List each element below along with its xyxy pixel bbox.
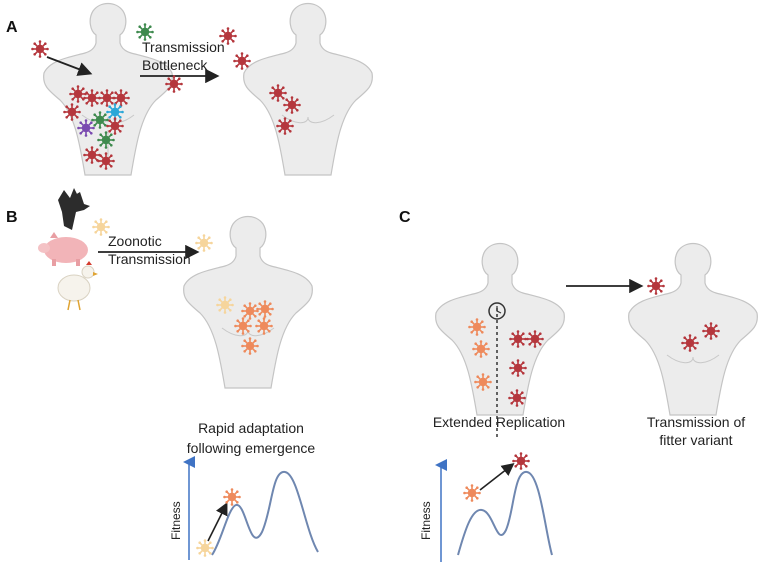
- fitness-plot-c: Fitness: [419, 459, 553, 562]
- virus-particle-icon: [77, 119, 95, 137]
- virus-particle-icon: [269, 84, 287, 102]
- virus-particle-icon: [195, 234, 213, 252]
- fitness-curve-c: [457, 471, 553, 556]
- virus-particle-icon: [241, 302, 259, 320]
- virus-particle-icon: [283, 96, 301, 114]
- virus-particle-icon: [91, 111, 109, 129]
- virus-particle-icon: [256, 300, 274, 318]
- replication-caption: Extended Replication: [433, 414, 565, 430]
- virus-particle-icon: [69, 85, 87, 103]
- torso-c-right: [628, 242, 758, 416]
- virus-particle-icon: [63, 103, 81, 121]
- virus-particle-icon: [83, 146, 101, 164]
- fitter-caption-line2: fitter variant: [659, 432, 732, 448]
- virus-particle-icon: [512, 452, 530, 470]
- adaptation-caption-line1: Rapid adaptation: [198, 420, 304, 436]
- zoonotic-caption-line1: Zoonotic: [108, 233, 162, 249]
- virus-particle-icon: [509, 330, 527, 348]
- virus-particle-icon: [508, 389, 526, 407]
- clock-cycle-icon: [488, 302, 506, 320]
- virus-particle-icon: [526, 330, 544, 348]
- zoonotic-caption-line2: Transmission: [108, 251, 191, 267]
- virus-particle-icon: [92, 218, 110, 236]
- virus-particle-icon: [83, 89, 101, 107]
- torso-a-left: [43, 2, 173, 176]
- virus-particle-icon: [112, 89, 130, 107]
- fitness-plot-b: Fitness: [169, 456, 319, 560]
- virus-particle-icon: [681, 334, 699, 352]
- virus-particle-icon: [106, 103, 124, 121]
- virus-particle-icon: [472, 340, 490, 358]
- virus-particle-icon: [647, 277, 665, 295]
- fitness-curve-b: [211, 471, 319, 556]
- fitness-axis-label-c: Fitness: [419, 501, 433, 540]
- virus-particle-icon: [234, 317, 252, 335]
- virus-particle-icon: [136, 23, 154, 41]
- virus-particle-icon: [463, 484, 481, 502]
- virus-particle-icon: [97, 152, 115, 170]
- adaptation-caption-line2: following emergence: [187, 440, 316, 456]
- virus-particle-icon: [219, 27, 237, 45]
- virus-particle-icon: [31, 40, 49, 58]
- panel-label-c: C: [399, 209, 411, 226]
- virus-particle-icon: [509, 359, 527, 377]
- chicken-icon: [57, 261, 98, 311]
- virus-particle-icon: [468, 318, 486, 336]
- panel-label-b: B: [6, 209, 18, 226]
- transmission-caption-line1: Transmission: [142, 39, 225, 55]
- virus-particle-icon: [223, 488, 241, 506]
- panel-label-a: A: [6, 19, 18, 36]
- entry-arrow-a: [46, 56, 93, 76]
- bat-icon: [58, 188, 90, 230]
- virus-particle-icon: [196, 539, 214, 557]
- transmission-caption-line2: Bottleneck: [142, 57, 208, 73]
- virus-particle-icon: [702, 322, 720, 340]
- virus-layer: [31, 23, 720, 557]
- virus-particle-icon: [106, 117, 124, 135]
- virus-particle-icon: [255, 317, 273, 335]
- fitter-caption-line1: Transmission of: [647, 414, 745, 430]
- virus-particle-icon: [241, 337, 259, 355]
- torso-c-left: [435, 242, 565, 416]
- torso-a-right: [243, 2, 373, 176]
- virus-particle-icon: [97, 131, 115, 149]
- pig-icon: [38, 232, 88, 266]
- virus-particle-icon: [474, 373, 492, 391]
- virus-particle-icon: [276, 117, 294, 135]
- virus-particle-icon: [165, 75, 183, 93]
- virus-particle-icon: [233, 52, 251, 70]
- virus-particle-icon: [216, 296, 234, 314]
- fitness-axis-label-b: Fitness: [169, 501, 183, 540]
